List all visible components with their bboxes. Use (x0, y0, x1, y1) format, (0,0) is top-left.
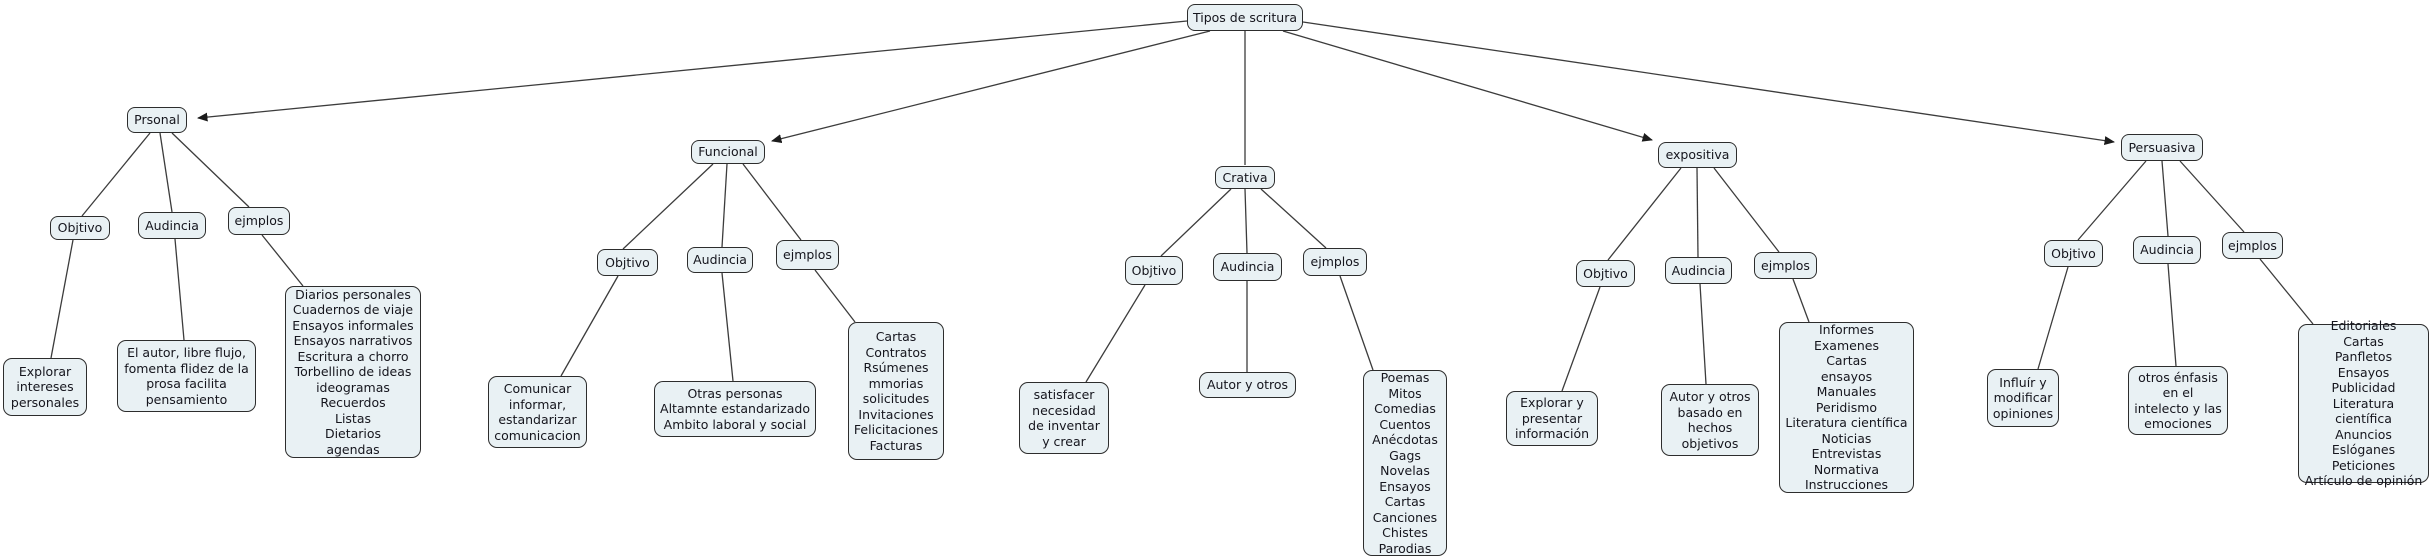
leaf-crativa-audiencia[interactable]: Autor y otros (1199, 372, 1296, 398)
node-branch-crativa[interactable]: Crativa (1215, 166, 1275, 189)
node-expositiva-audiencia[interactable]: Audincia (1665, 257, 1732, 284)
node-persuasiva-audiencia[interactable]: Audincia (2133, 236, 2201, 264)
node-persuasiva-objetivo[interactable]: Objtivo (2044, 240, 2103, 267)
node-branch-funcional[interactable]: Funcional (691, 140, 765, 164)
node-crativa-objetivo[interactable]: Objtivo (1125, 256, 1183, 285)
leaf-expositiva-audiencia[interactable]: Autor y otros basado en hechos objetivos (1661, 384, 1759, 456)
node-branch-prsonal[interactable]: Prsonal (127, 107, 187, 133)
node-branch-expositiva[interactable]: expositiva (1658, 142, 1737, 168)
node-crativa-audiencia[interactable]: Audincia (1213, 253, 1282, 281)
node-funcional-audiencia[interactable]: Audincia (687, 247, 753, 273)
node-expositiva-ejemplos[interactable]: ejmplos (1754, 252, 1817, 279)
node-branch-persuasiva[interactable]: Persuasiva (2121, 134, 2203, 161)
node-prsonal-audiencia[interactable]: Audincia (138, 212, 206, 239)
node-root[interactable]: Tipos de scritura (1187, 4, 1303, 31)
leaf-prsonal-objetivo[interactable]: Explorar intereses personales (3, 358, 87, 416)
leaf-persuasiva-ejemplos[interactable]: Editoriales Cartas Panfletos Ensayos Pub… (2298, 318, 2429, 488)
node-crativa-ejemplos[interactable]: ejmplos (1303, 248, 1367, 276)
leaf-prsonal-audiencia[interactable]: El autor, libre flujo, fomenta flidez de… (117, 340, 256, 412)
node-funcional-objetivo[interactable]: Objtivo (597, 249, 658, 276)
node-prsonal-ejemplos[interactable]: ejmplos (228, 207, 290, 235)
leaf-persuasiva-audiencia[interactable]: otros énfasis en el intelecto y las emoc… (2128, 366, 2228, 435)
leaf-funcional-objetivo[interactable]: Comunicar informar, estandarizar comunic… (488, 376, 587, 448)
leaf-crativa-ejemplos[interactable]: Poemas Mitos Comedias Cuentos Anécdotas … (1363, 370, 1447, 556)
leaf-expositiva-objetivo[interactable]: Explorar y presentar información (1506, 391, 1598, 446)
leaf-expositiva-ejemplos[interactable]: Informes Examenes Cartas ensayos Manuale… (1779, 322, 1914, 493)
leaf-prsonal-ejemplos[interactable]: Diarios personales Cuadernos de viaje En… (285, 286, 421, 458)
node-funcional-ejemplos[interactable]: ejmplos (776, 240, 839, 270)
node-expositiva-objetivo[interactable]: Objtivo (1576, 260, 1635, 287)
leaf-funcional-audiencia[interactable]: Otras personas Altamnte estandarizado Am… (654, 381, 816, 437)
node-persuasiva-ejemplos[interactable]: ejmplos (2222, 232, 2283, 259)
leaf-funcional-ejemplos[interactable]: Cartas Contratos Rsúmenes mmorias solici… (848, 322, 944, 460)
node-prsonal-objetivo[interactable]: Objtivo (50, 216, 110, 240)
leaf-crativa-objetivo[interactable]: satisfacer necesidad de inventar y crear (1019, 382, 1109, 454)
leaf-persuasiva-objetivo[interactable]: Influír y modificar opiniones (1987, 369, 2059, 427)
